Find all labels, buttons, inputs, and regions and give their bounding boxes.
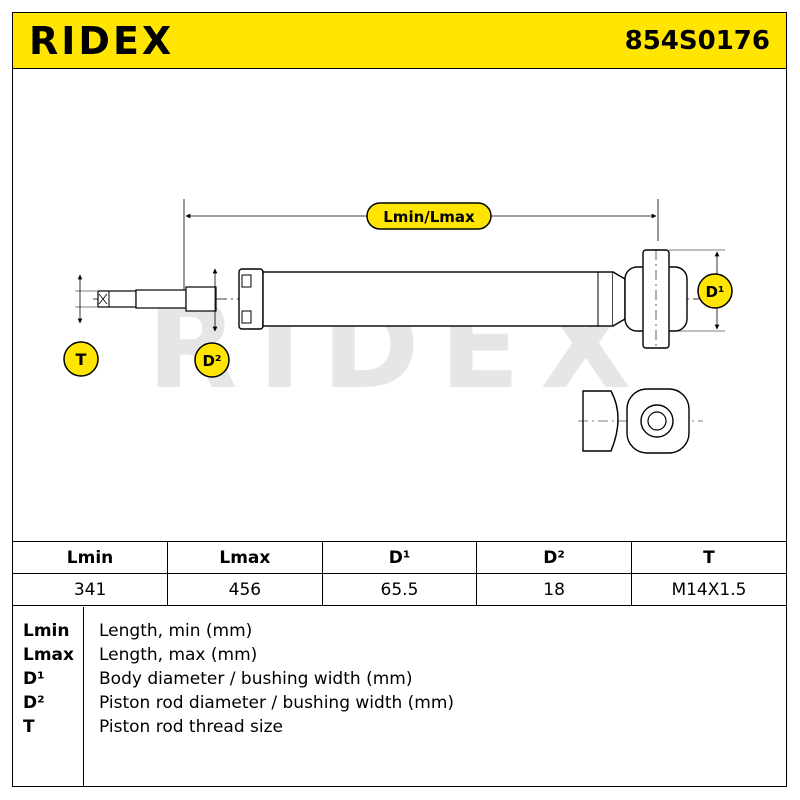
legend-desc: Piston rod diameter / bushing width (mm): [99, 693, 455, 713]
legend: Lmin Length, min (mm) Lmax Length, max (…: [13, 607, 786, 786]
d2-badge-label: D²: [202, 352, 221, 370]
piston-rod-collar: [185, 286, 217, 312]
legend-key: Lmax: [23, 645, 74, 665]
spec-table: Lmin Lmax D¹ D² T 341 456 65.5 18 M14X1.…: [13, 541, 786, 606]
legend-desc: Length, min (mm): [99, 621, 253, 641]
body-tube: [262, 271, 614, 327]
spec-value-lmax: 456: [167, 573, 323, 606]
spec-header-d2: D²: [476, 541, 632, 574]
legend-row-lmin: Lmin Length, min (mm): [13, 619, 786, 643]
body-top-cap-nut2: [241, 310, 252, 324]
spec-header-lmin: Lmin: [13, 541, 169, 574]
legend-key: T: [23, 717, 35, 737]
spec-value-d1: 65.5: [321, 573, 478, 606]
datasheet-frame: RIDEX 854S0176 RIDEX Lmin/Lmax: [12, 12, 787, 787]
piston-rod: [135, 289, 187, 309]
d1-badge-label: D¹: [705, 283, 724, 301]
legend-desc: Body diameter / bushing width (mm): [99, 669, 413, 689]
legend-key: D¹: [23, 669, 45, 689]
legend-row-d2: D² Piston rod diameter / bushing width (…: [13, 691, 786, 715]
legend-desc: Length, max (mm): [99, 645, 258, 665]
body-top-cap-nut: [241, 274, 252, 288]
body-tube-end: [612, 271, 626, 327]
shock-absorber-diagram: RIDEX Lmin/Lmax T: [63, 199, 733, 454]
rod-thread-tip-mark2: [98, 293, 108, 305]
spec-value-t: M14X1.5: [630, 573, 786, 606]
legend-desc: Piston rod thread size: [99, 717, 284, 737]
spec-header-lmax: Lmax: [167, 541, 323, 574]
rod-thread-tip: [97, 290, 137, 308]
spec-header-d1: D¹: [321, 541, 478, 574]
technical-drawing: RIDEX Lmin/Lmax T: [13, 69, 786, 541]
legend-row-lmax: Lmax Length, max (mm): [13, 643, 786, 667]
d2-badge: [194, 342, 230, 378]
spec-header-t: T: [630, 541, 786, 574]
length-label-box: [366, 202, 492, 230]
spec-value-d2: 18: [476, 573, 632, 606]
legend-divider: [83, 607, 84, 786]
brand-logo: RIDEX: [29, 19, 175, 63]
legend-key: Lmin: [23, 621, 70, 641]
spec-table-header-row: Lmin Lmax D¹ D² T: [13, 541, 786, 574]
length-label: Lmin/Lmax: [383, 208, 475, 226]
t-badge-label: T: [76, 350, 87, 369]
side-view-eye-hole: [647, 411, 667, 431]
spec-value-lmin: 341: [13, 573, 169, 606]
t-badge: [63, 341, 99, 377]
legend-row-d1: D¹ Body diameter / bushing width (mm): [13, 667, 786, 691]
part-number: 854S0176: [624, 26, 770, 56]
d1-badge: [697, 273, 733, 309]
header-bar: RIDEX 854S0176: [13, 13, 786, 69]
legend-key: D²: [23, 693, 45, 713]
spec-table-value-row: 341 456 65.5 18 M14X1.5: [13, 573, 786, 606]
legend-row-t: T Piston rod thread size: [13, 715, 786, 739]
